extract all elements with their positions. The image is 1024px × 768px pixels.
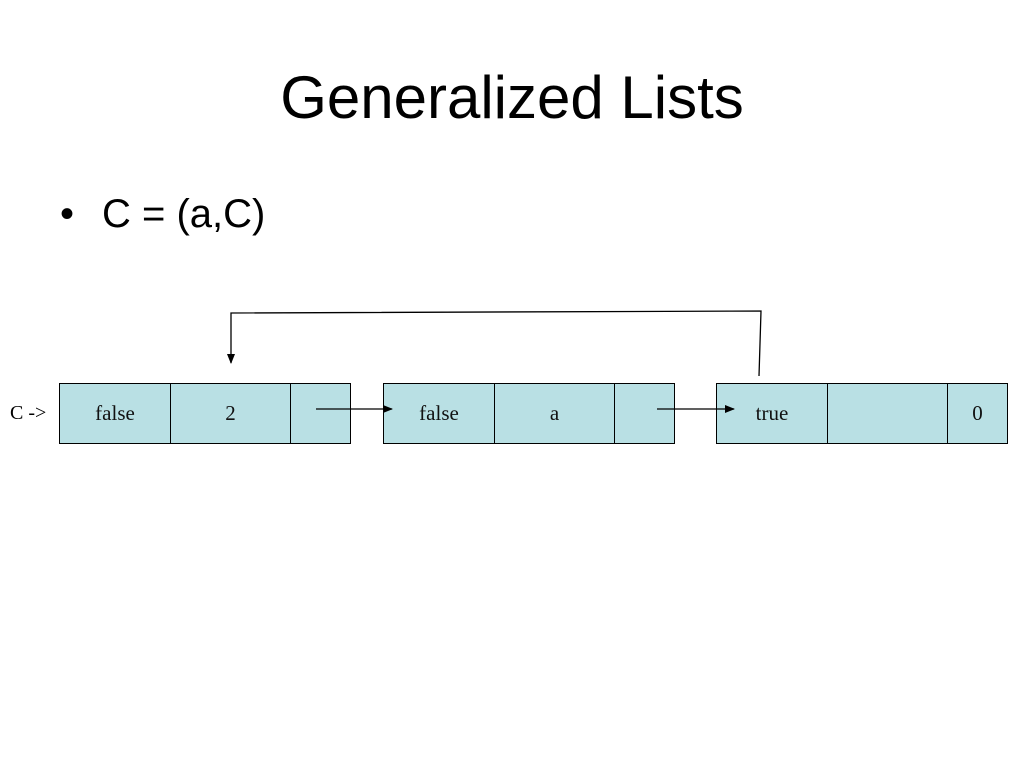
bullet-text: C = (a,C) xyxy=(102,192,266,236)
node-3-link-field: 0 xyxy=(972,401,983,425)
node-1-tag-field: false xyxy=(60,384,171,443)
node-2-link-field xyxy=(615,384,674,443)
node-2-data-field: a xyxy=(495,384,615,443)
list-node-1: false 2 xyxy=(59,383,351,444)
list-node-2: false a xyxy=(383,383,675,444)
bullet-list: • C = (a,C) xyxy=(60,186,265,242)
arrow-node-3-back-to-node-1 xyxy=(227,310,762,377)
node-2-tag-field: false xyxy=(384,384,495,443)
node-1-link-field xyxy=(291,384,350,443)
list-node-3: true 0 xyxy=(716,383,1008,444)
bullet-icon: • xyxy=(60,192,75,236)
slide-title: Generalized Lists xyxy=(280,64,744,131)
list-head-label: C -> xyxy=(10,402,47,424)
node-3-tag-field: true xyxy=(717,384,828,443)
bullet-item: • C = (a,C) xyxy=(60,186,265,242)
node-1-data-field: 2 xyxy=(171,384,291,443)
node-3-data-field xyxy=(828,384,948,443)
